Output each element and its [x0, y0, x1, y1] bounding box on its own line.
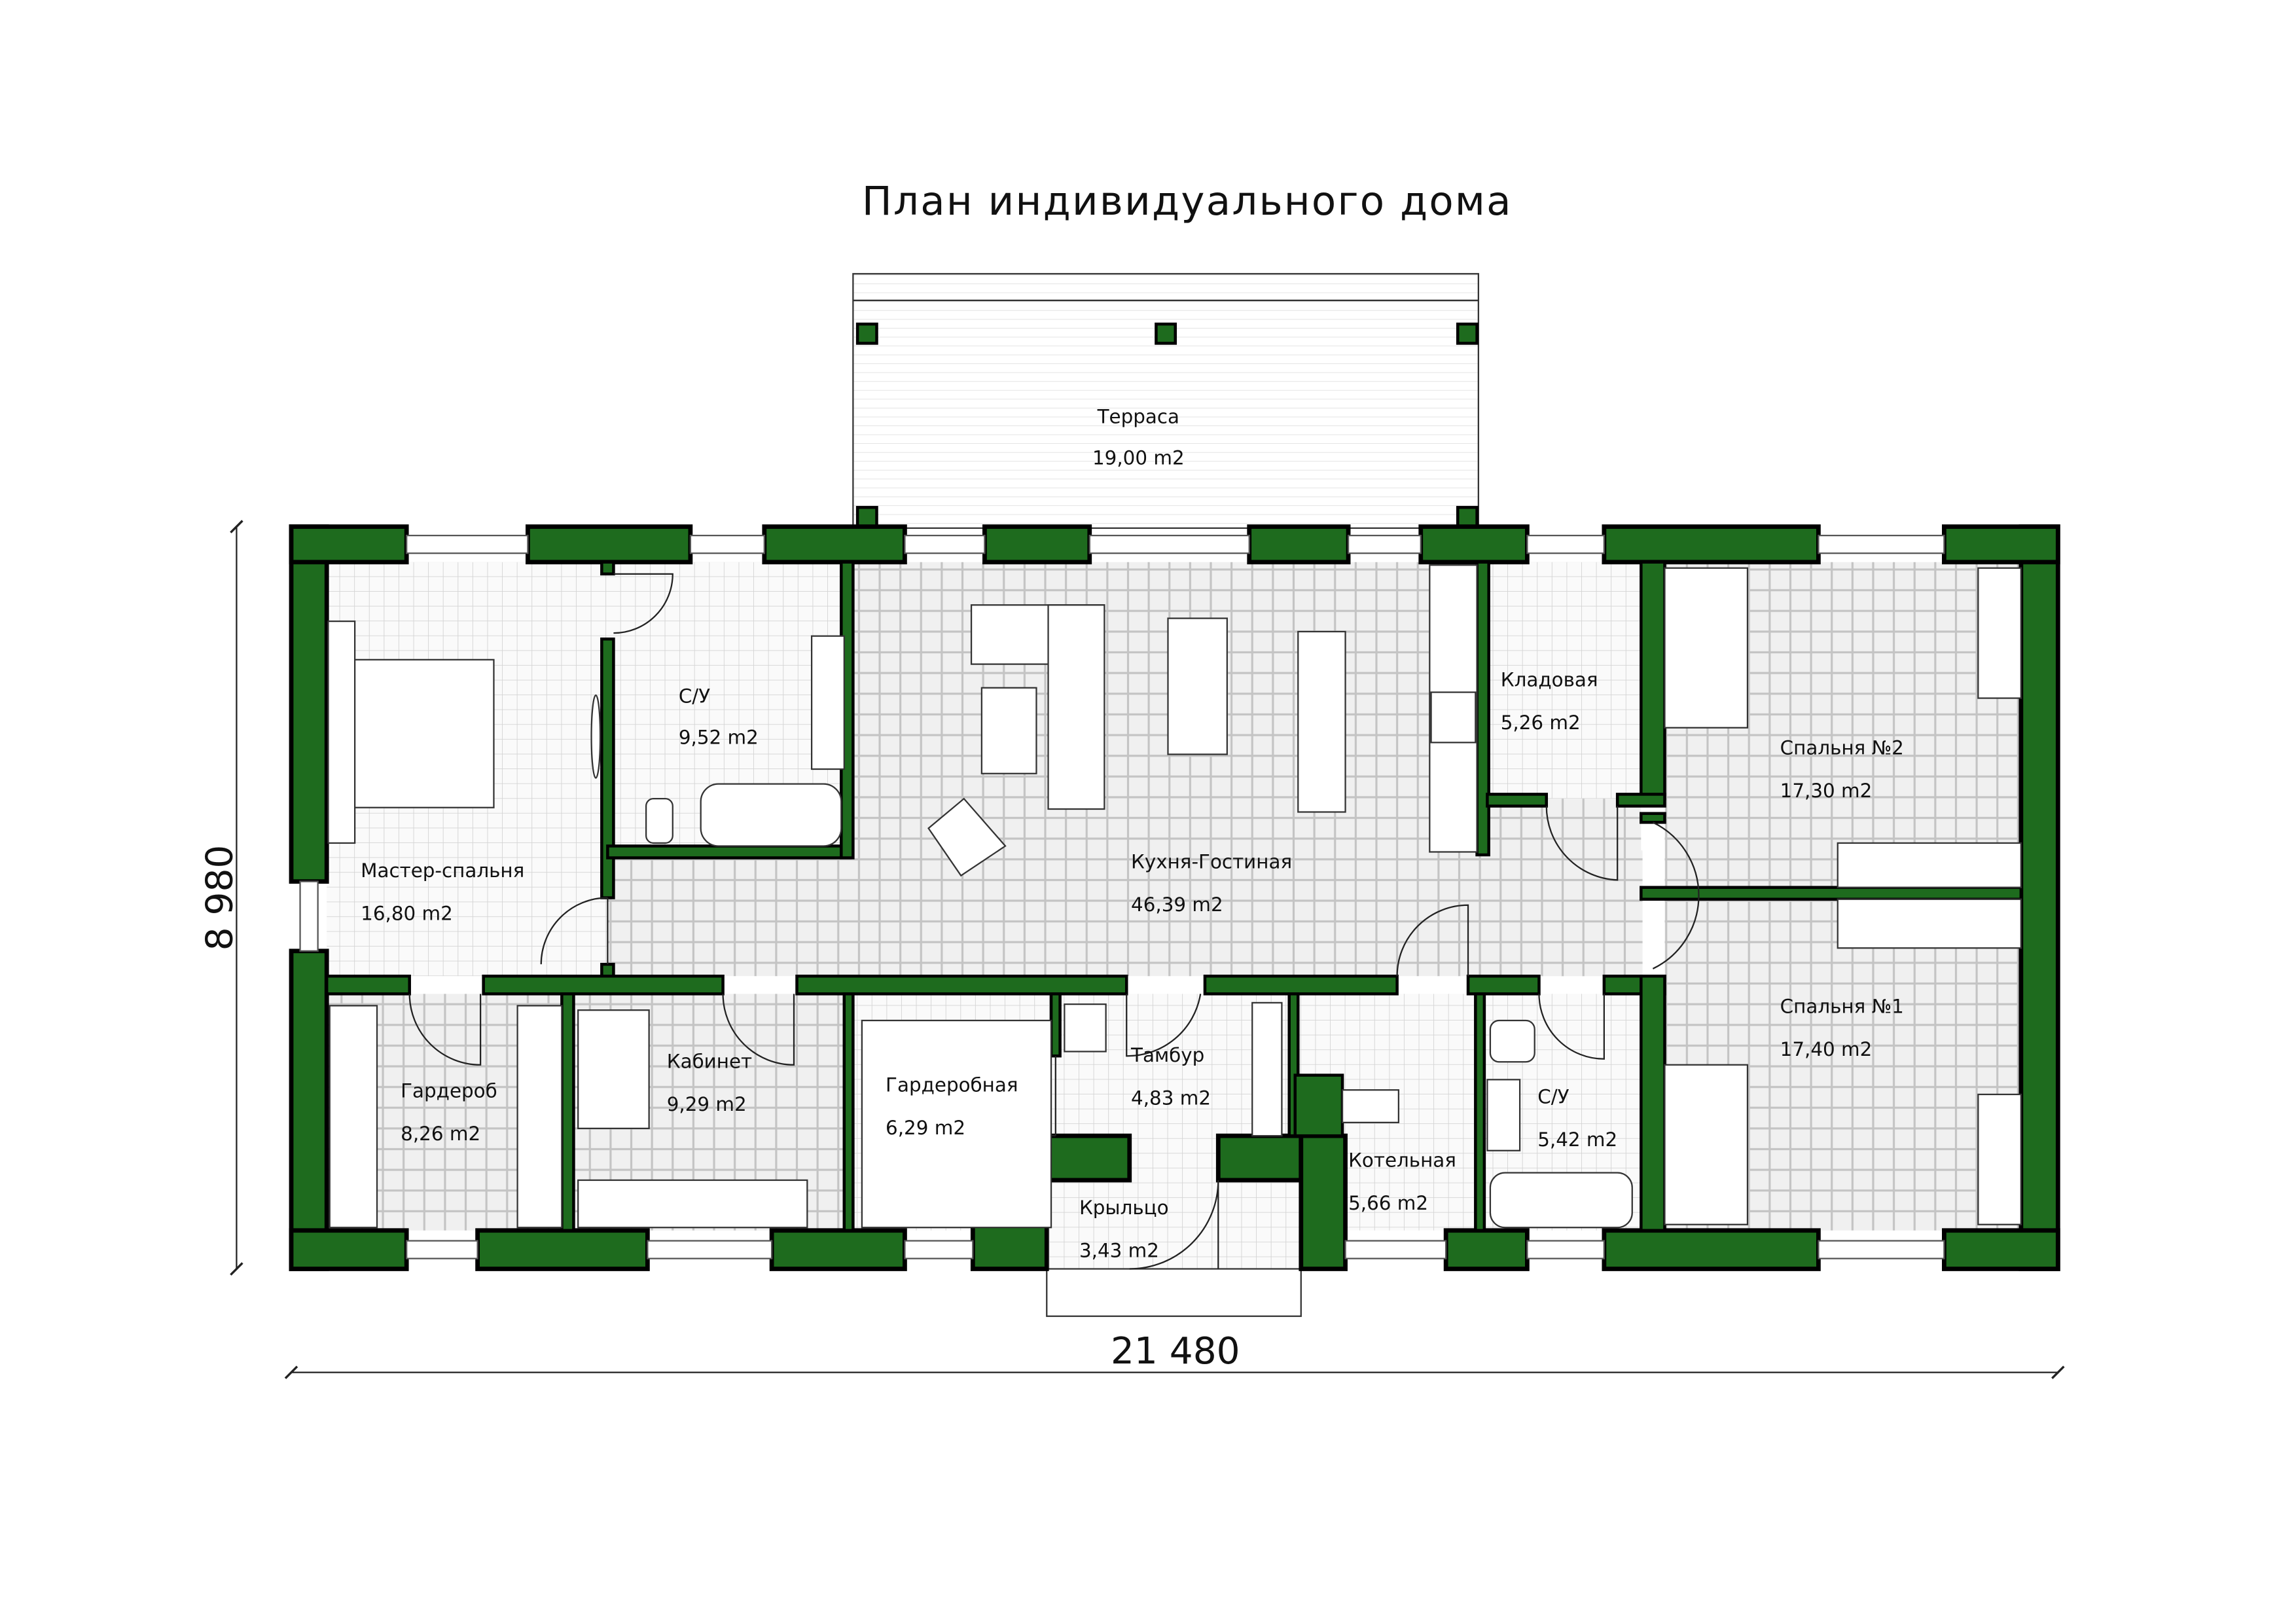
door-swing[interactable]: [540, 897, 609, 965]
room-terrace: Терраса 19,00 m2: [852, 273, 1479, 529]
room-name: Мастер-спальня: [361, 859, 524, 882]
room-area: 19,00 m2: [1092, 447, 1185, 469]
windows: [299, 534, 1945, 1259]
room-area: 8,26 m2: [401, 1123, 480, 1145]
terrace-post: [855, 505, 878, 528]
terrace-post: [855, 322, 878, 345]
window: [1344, 1240, 1447, 1259]
room-name: Кабинет: [667, 1050, 752, 1072]
wardrobe-shelves: [329, 1005, 378, 1229]
room-area: 17,30 m2: [1780, 780, 1873, 802]
dressing-shelves: [861, 1019, 1052, 1229]
window: [689, 534, 765, 554]
room-labels: Мастер-спальня 16,80 m2 С/У 9,52 m2 Кухн…: [361, 668, 1904, 1261]
desk: [1977, 567, 2022, 699]
bathtub-icon: [700, 783, 842, 847]
kitchen-island: [1297, 630, 1346, 813]
terrace-post: [1155, 322, 1177, 345]
cabinet: [1064, 1003, 1107, 1053]
sink-icon: [1486, 1079, 1521, 1151]
sofa: [577, 1009, 650, 1130]
height-dimension-label: 8 980: [199, 845, 242, 951]
room-name: Гардеробная: [886, 1074, 1018, 1096]
room-area: 9,52 m2: [679, 727, 759, 749]
window: [406, 534, 529, 554]
room-name: Спальня №2: [1780, 736, 1904, 759]
window: [1526, 1240, 1605, 1259]
room-area: 9,29 m2: [667, 1093, 747, 1115]
room-area: 46,39 m2: [1131, 893, 1223, 916]
room-area: 3,43 m2: [1079, 1239, 1159, 1261]
dimension-height: 8 980: [199, 520, 243, 1276]
window: [1347, 534, 1422, 554]
room-name: С/У: [1537, 1085, 1569, 1108]
stairs: [1251, 1001, 1283, 1137]
door-swing[interactable]: [1126, 994, 1202, 1057]
toilet-icon: [645, 798, 673, 844]
window: [647, 1240, 773, 1259]
wardrobe-shelves: [516, 1005, 563, 1229]
boiler: [1341, 1089, 1400, 1123]
window: [904, 1240, 974, 1259]
bed: [1664, 567, 1749, 729]
window: [406, 1240, 478, 1259]
bathtub-icon: [1489, 1172, 1633, 1229]
room-name: С/У: [679, 685, 710, 707]
bed: [1664, 1064, 1749, 1225]
mirror: [590, 694, 601, 779]
outer-walls: [289, 524, 2060, 1271]
dining-table: [1167, 617, 1228, 755]
furniture: [327, 564, 2022, 1229]
room-name: Крыльцо: [1079, 1197, 1169, 1219]
armchair: [927, 797, 1007, 877]
window: [1818, 1240, 1945, 1259]
room-area: 5,26 m2: [1501, 712, 1581, 734]
room-area: 5,42 m2: [1537, 1128, 1617, 1151]
sofa: [1047, 604, 1105, 810]
dimension-width: 21 480: [284, 1330, 2065, 1379]
door-swing[interactable]: [1396, 904, 1469, 977]
window: [904, 534, 986, 554]
room-name: Гардероб: [401, 1079, 497, 1102]
window: [299, 880, 319, 952]
door-swing[interactable]: [722, 994, 795, 1066]
room-name: Терраса: [1097, 405, 1179, 427]
door-swing[interactable]: [613, 573, 673, 634]
room-area: 6,29 m2: [886, 1117, 965, 1139]
room-name: Котельная: [1348, 1149, 1456, 1172]
window: [1088, 534, 1250, 554]
room-name: Тамбур: [1130, 1044, 1204, 1066]
terrace-post: [1456, 322, 1479, 345]
room-name: Кухня-Гостиная: [1131, 850, 1292, 873]
window: [1526, 534, 1605, 554]
room-area: 17,40 m2: [1780, 1038, 1873, 1060]
terrace-post: [1456, 505, 1479, 528]
coffee-table: [980, 687, 1037, 774]
toilet-icon: [1489, 1019, 1535, 1063]
door-swing[interactable]: [408, 994, 482, 1066]
door-swing[interactable]: [1538, 994, 1605, 1060]
room-name: Спальня №1: [1780, 996, 1904, 1018]
nightstands: [327, 620, 356, 844]
room-area: 16,80 m2: [361, 902, 453, 924]
room-area: 4,83 m2: [1131, 1087, 1211, 1110]
bed: [330, 659, 495, 808]
room-name: Кладовая: [1501, 668, 1598, 691]
door-swing[interactable]: [1652, 821, 1700, 969]
width-dimension-label: 21 480: [1111, 1330, 1240, 1373]
sink-counter: [810, 635, 845, 770]
desk: [577, 1179, 808, 1229]
door-swing[interactable]: [1129, 1180, 1219, 1270]
desk: [1977, 1093, 2022, 1225]
room-area: 5,66 m2: [1348, 1192, 1428, 1214]
window: [1818, 534, 1945, 554]
stove-icon: [1430, 691, 1477, 744]
door-swing[interactable]: [1545, 806, 1619, 881]
wardrobe-cabinet: [1837, 842, 2022, 888]
plan-title: План индивидуального дома: [862, 178, 1513, 225]
wardrobe-cabinet: [1837, 898, 2022, 949]
